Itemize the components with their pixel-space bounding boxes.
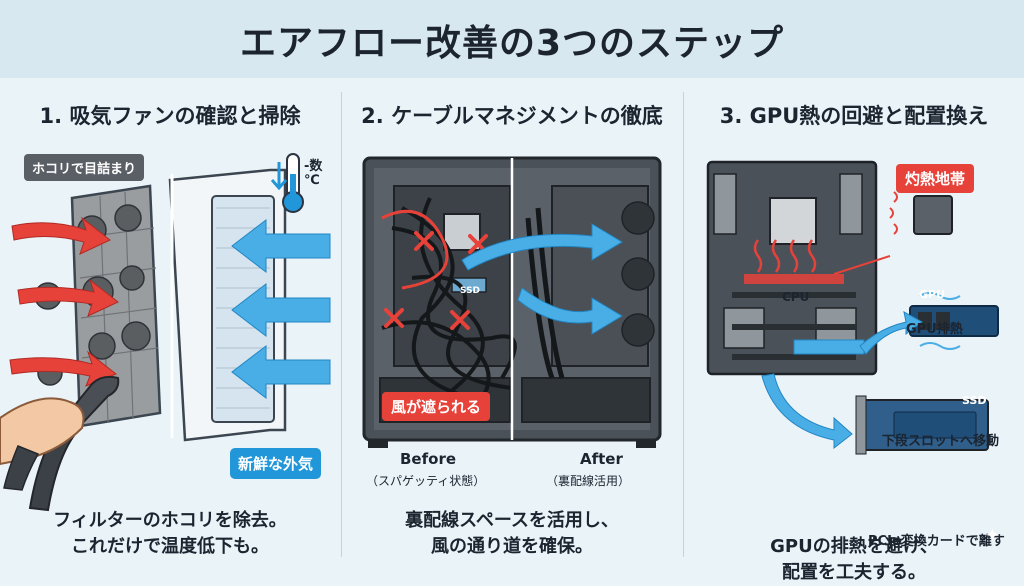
cpu-cooler xyxy=(443,213,481,251)
move-arrow xyxy=(859,311,923,355)
lower-slot-highlight xyxy=(793,339,865,355)
step-2-caption: 裏配線スペースを活用し、 風の通り道を確保。 xyxy=(342,508,682,560)
gpu-slot-hot xyxy=(744,274,844,284)
step-1-panel: 1. 吸気ファンの確認と掃除 xyxy=(0,78,340,572)
caption-line: GPUの排熱を避け、 xyxy=(770,536,938,557)
red-airflow-arrows xyxy=(9,216,119,387)
temp-down-arrow xyxy=(270,162,288,191)
gpu-heat-label: GPU排熱 xyxy=(906,322,963,337)
dust-clog-tag: ホコリで目詰まり xyxy=(24,154,145,181)
clear-airflow-arrows xyxy=(461,223,623,335)
blocked-airflow-line xyxy=(381,209,449,290)
step-3-heading: 3. GPU熱の回避と配置換え xyxy=(719,104,989,128)
blue-airflow-arrows xyxy=(231,218,331,400)
caption-line: 配置を工夫する。 xyxy=(782,562,926,583)
divider xyxy=(683,92,684,557)
step-2-heading: 2. ケーブルマネジメントの徹底 xyxy=(361,104,663,128)
temperature-drop-label: -数 ℃ xyxy=(304,159,323,188)
fresh-air-tag: 新鮮な外気 xyxy=(230,448,322,479)
pcie-adapter-label: PCIe変換カードで離す xyxy=(868,534,1005,549)
move-lower-slot-label: 下段スロットへ移動 xyxy=(882,434,1000,449)
after-title: After xyxy=(580,450,623,468)
before-subtitle: （スパゲッティ状態） xyxy=(366,474,486,488)
before-title: Before xyxy=(400,450,457,468)
gpu-chip xyxy=(913,195,953,235)
after-subtitle: （裏配線活用） xyxy=(546,474,631,488)
hot-pointer xyxy=(833,255,891,275)
step-1-caption: フィルターのホコリを除去。 これだけで温度低下も。 xyxy=(0,508,340,560)
gpu-heat-icon xyxy=(889,191,898,235)
step-3-caption: GPUの排熱を避け、 配置を工夫する。 xyxy=(684,534,1024,586)
intake-fan-illustration xyxy=(0,153,331,512)
caption-line: これだけで温度低下も。 xyxy=(71,536,269,557)
relocate-arrow xyxy=(761,373,853,450)
header-bar: エアフロー改善の3つのステップ xyxy=(0,0,1024,78)
cross-marks xyxy=(384,231,488,330)
caption-line: 裏配線スペースを活用し、 xyxy=(405,510,619,531)
gpu-label: GPU xyxy=(919,288,946,301)
cpu-socket xyxy=(769,197,817,245)
cpu-label: CPU xyxy=(782,290,810,304)
caption-line: 風の通り道を確保。 xyxy=(431,536,593,557)
step-3-panel: 3. GPU熱の回避と配置換え CPU 灼熱地帯 GPU GPU排熱 xyxy=(684,78,1024,583)
step-2-panel: 2. ケーブルマネジメントの徹底 xyxy=(342,78,682,572)
thermometer-icon xyxy=(282,153,304,213)
heat-waves xyxy=(753,239,817,273)
ssd-label: SSD xyxy=(962,394,987,407)
blocked-airflow-tag: 風が遮られる xyxy=(382,392,491,421)
fans xyxy=(621,201,655,347)
caption-line: フィルターのホコリを除去。 xyxy=(53,510,287,531)
ssd-label: SSD xyxy=(460,286,481,296)
divider xyxy=(341,92,342,557)
step-1-heading: 1. 吸気ファンの確認と掃除 xyxy=(39,104,301,128)
page-title: エアフロー改善の3つのステップ xyxy=(239,23,785,64)
gpu-relocation-illustration xyxy=(706,160,999,455)
hot-zone-tag: 灼熱地帯 xyxy=(896,164,975,193)
sparkle-icon: ✦ xyxy=(984,525,1000,546)
hand xyxy=(0,397,85,466)
